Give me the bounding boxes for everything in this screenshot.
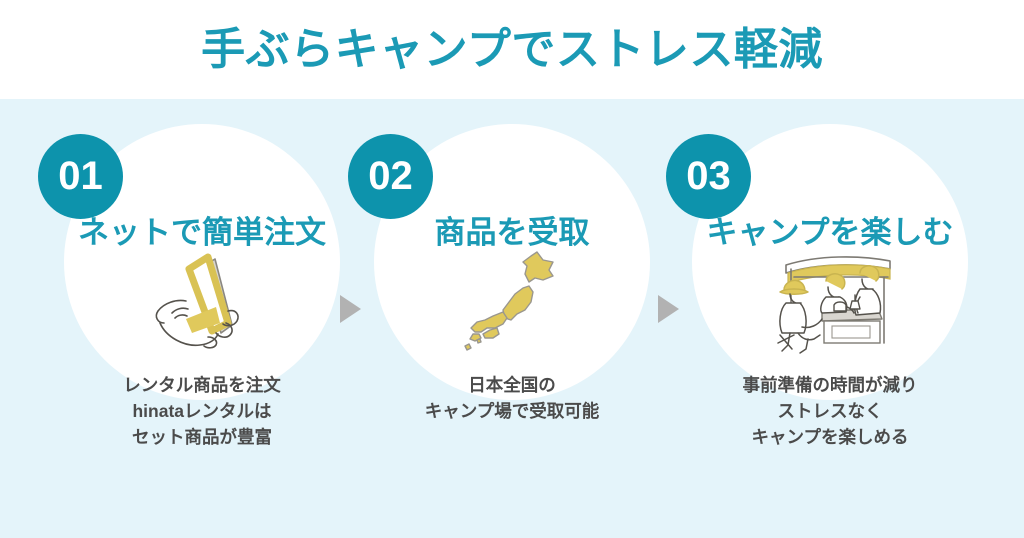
step-title: 商品を受取 [434,215,590,250]
step-card-03: 03 キャンプを楽しむ [666,124,968,447]
step-description: レンタル商品を注文 hinataレンタルは セット商品が豊富 [46,372,358,450]
step-number-badge: 01 [38,134,123,219]
step-description-line: レンタル商品を注文 [123,375,281,395]
arrow-step2-to-step3-icon [658,295,679,323]
step-number-badge: 03 [666,134,751,219]
step-title: キャンプを楽しむ [706,215,954,250]
arrow-step1-to-step2-icon [340,295,361,323]
camping-tarp-people-icon [692,250,968,356]
page-title: 手ぶらキャンプでストレス軽減 [201,25,823,74]
step-description-line: 日本全国の [468,375,556,395]
step-title: ネットで簡単注文 [78,215,326,250]
header-band [0,0,1024,99]
step-description: 日本全国の キャンプ場で受取可能 [356,372,668,424]
step-description-line: hinataレンタルは [132,401,272,421]
step-description-line: セット商品が豊富 [132,427,272,447]
step-card-01: 01 ネットで簡単注文 レンタル商品を [38,124,340,447]
step-description: 事前準備の時間が減り ストレスなく キャンプを楽しめる [674,372,986,450]
step-description-line: ストレスなく [777,401,883,421]
step-description-line: キャンプを楽しめる [751,427,909,447]
hand-holding-smartphone-icon [64,250,340,356]
step-number-badge: 02 [348,134,433,219]
step-card-02: 02 商品を受取 日本全国の キャンプ場で受取可能 [348,124,650,421]
step-description-line: キャンプ場で受取可能 [424,401,600,421]
step-description-line: 事前準備の時間が減り [742,375,918,395]
japan-map-icon [374,250,650,356]
